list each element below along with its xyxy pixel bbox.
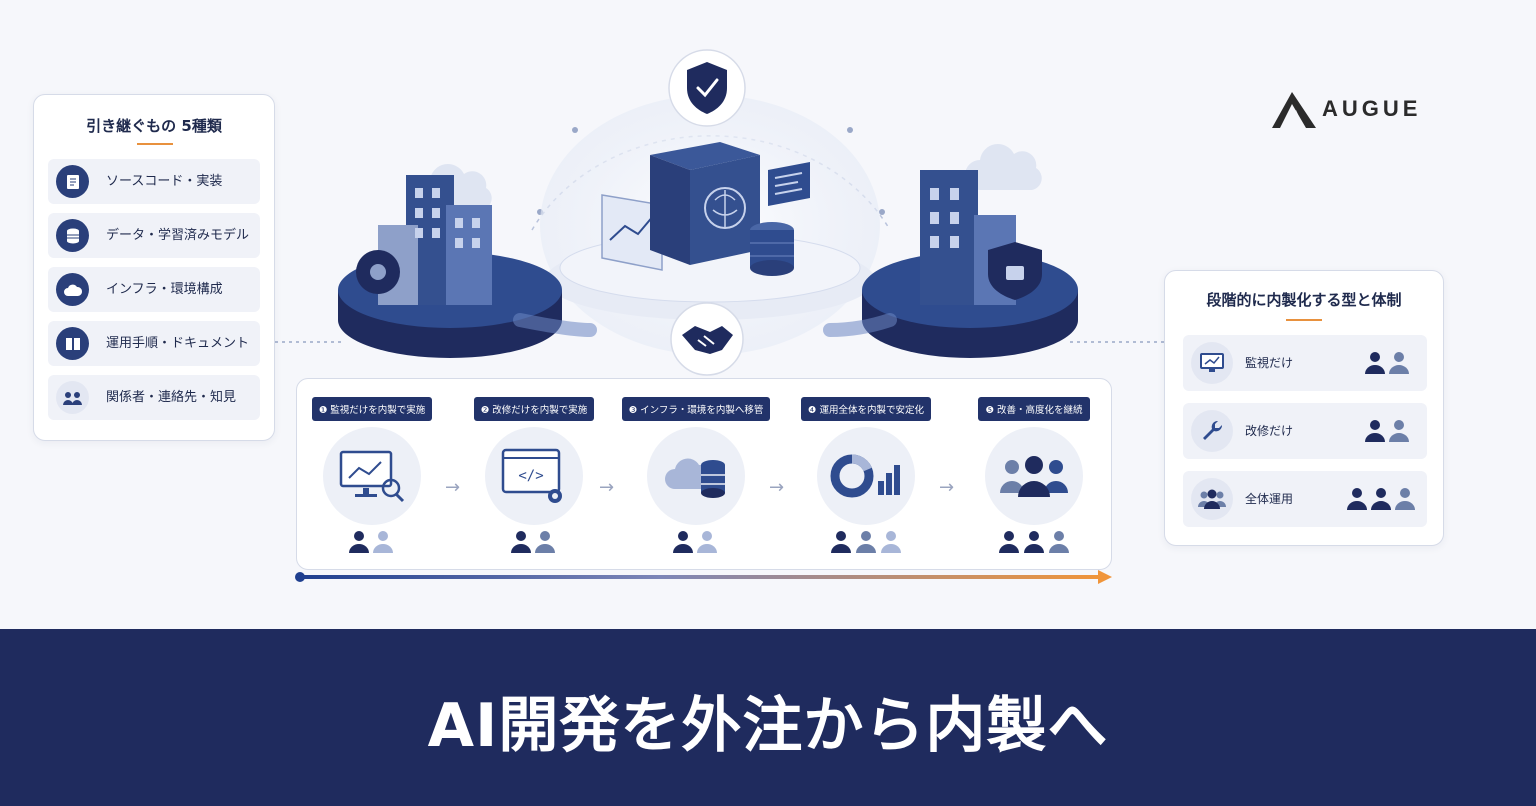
right-item-label: 全体運用 [1245,492,1294,506]
left-item-label: 運用手順・ドキュメント [106,336,250,351]
left-item-label: インフラ・環境構成 [106,282,223,297]
left-item-infra: インフラ・環境構成 [48,267,260,312]
chevron-right-icon: → [939,477,955,498]
step-people [621,529,771,559]
inhouse-model-panel: 段階的に内製化する型と体制 監視だけ 改修だけ 全体運用 [1164,270,1444,546]
step-badge: ❺ 改善・高度化を継続 [959,397,1109,421]
title-underline [137,143,173,145]
right-item-label: 監視だけ [1245,356,1294,370]
page-title: AI開発を外注から内製へ [427,691,1109,761]
hero-illustration [275,49,1165,376]
wrench-icon [1191,410,1233,452]
cloud-database-icon [647,427,745,525]
monitor-chart-icon [323,427,421,525]
cloud-icon [56,273,89,306]
augue-logo-mark [1272,92,1316,128]
step-people [297,529,447,559]
brand-name: AUGUE [1322,96,1422,121]
donut-chart-icon [817,427,915,525]
left-item-label: 関係者・連絡先・知見 [106,390,237,405]
right-item-modification: 改修だけ [1183,403,1427,459]
step-4: ❹ 運用全体を内製で安定化 [791,379,941,569]
left-item-source-code: ソースコード・実装 [48,159,260,204]
chevron-right-icon: → [445,477,461,498]
step-2: ❷ 改修だけを内製で実施 </> [459,379,609,569]
step-people [959,529,1109,559]
database-cylinder [750,222,794,276]
chevron-right-icon: → [769,477,785,498]
step-badge-label: ❶ 監視だけを内製で実施 [311,397,433,421]
database-icon [56,219,89,252]
step-badge-label: ❷ 改修だけを内製で実施 [473,397,595,421]
left-item-contacts: 関係者・連絡先・知見 [48,375,260,420]
step-people [791,529,941,559]
step-badge-label: ❹ 運用全体を内製で安定化 [800,397,932,421]
brain-server-icon [650,142,760,265]
shield-check-icon [668,49,746,127]
code-window-icon: </> [485,427,583,525]
building-left-icon [338,164,562,358]
right-item-label: 改修だけ [1245,424,1294,438]
code-panel [768,162,810,206]
chevron-right-icon: → [599,477,615,498]
left-item-label: データ・学習済みモデル [106,228,250,243]
title-underline [1286,319,1322,321]
step-3: ❸ インフラ・環境を内製へ移管 [621,379,771,569]
people-icon [56,381,89,414]
title-banner: AI開発を外注から内製へ [0,629,1536,806]
team-icon [1191,478,1233,520]
handshake-icon [670,302,744,376]
step-badge: ❸ インフラ・環境を内製へ移管 [621,397,771,421]
timeline-arrow [295,570,1112,584]
people-icon [1345,487,1419,515]
document-icon [56,165,89,198]
left-panel-title: 引き継ぐもの 5種類 [86,117,222,135]
step-1: ❶ 監視だけを内製で実施 [297,379,447,569]
step-5: ❺ 改善・高度化を継続 [959,379,1109,569]
step-badge: ❷ 改修だけを内製で実施 [459,397,609,421]
right-panel-title: 段階的に内製化する型と体制 [1206,291,1402,309]
flow-arrow-left [513,313,597,337]
right-item-full-operation: 全体運用 [1183,471,1427,527]
step-badge-label: ❸ インフラ・環境を内製へ移管 [621,397,771,421]
building-right-icon [862,144,1078,358]
step-badge: ❶ 監視だけを内製で実施 [297,397,447,421]
step-badge: ❹ 運用全体を内製で安定化 [791,397,941,421]
steps-panel: ❶ 監視だけを内製で実施 → ❷ 改修だけを内製で実施 </> → ❸ インフラ… [296,378,1112,570]
left-item-label: ソースコード・実装 [106,174,223,189]
people-icon [1363,351,1413,379]
step-people [459,529,609,559]
people-icon [1363,419,1413,447]
book-icon [56,327,89,360]
team-icon [985,427,1083,525]
flow-arrow-right [823,313,897,337]
left-item-docs: 運用手順・ドキュメント [48,321,260,366]
handover-items-panel: 引き継ぐもの 5種類 ソースコード・実装 データ・学習済みモデル インフラ・環境… [33,94,275,441]
analytics-screen [601,194,663,271]
left-item-data-models: データ・学習済みモデル [48,213,260,258]
right-item-monitoring: 監視だけ [1183,335,1427,391]
step-badge-label: ❺ 改善・高度化を継続 [978,397,1090,421]
monitor-icon [1191,342,1233,384]
augue-logo: AUGUE [1270,86,1446,132]
svg-text:</>: </> [518,468,543,484]
